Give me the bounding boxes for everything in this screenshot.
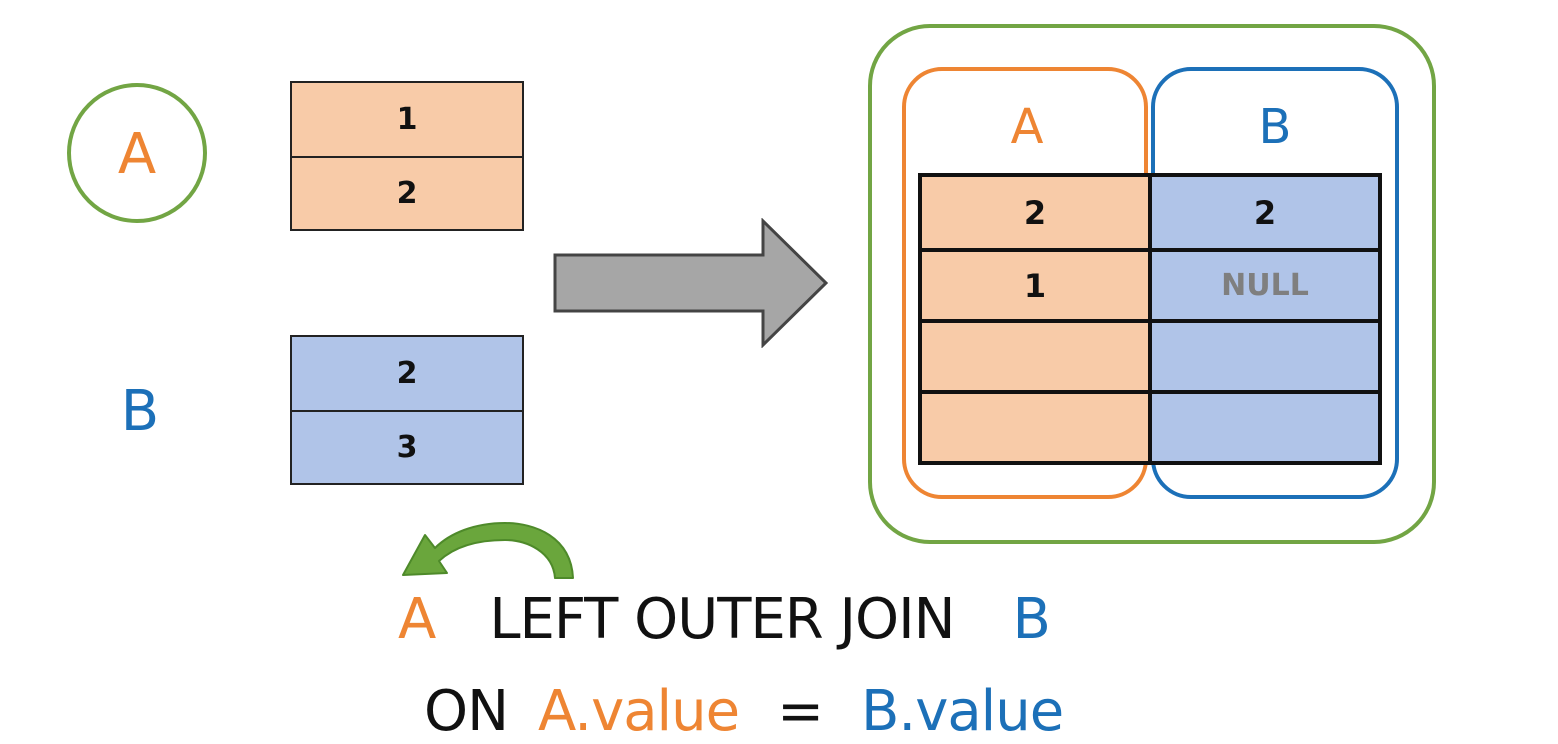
result-cell-a: 2 xyxy=(922,177,1152,248)
on-keyword: ON xyxy=(424,679,509,744)
on-right-column: B.value xyxy=(860,679,1064,744)
table-b: 2 3 xyxy=(290,335,524,485)
result-cell-b xyxy=(1152,390,1378,461)
table-a-highlight-circle xyxy=(67,83,207,223)
result-table: 2 2 1 NULL xyxy=(918,173,1382,465)
table-a: 1 2 xyxy=(290,81,524,231)
result-column-a-label: A xyxy=(1010,99,1044,155)
arrow-right-icon xyxy=(553,218,829,348)
join-keyword: LEFT OUTER JOIN xyxy=(489,587,955,652)
result-cell-b xyxy=(1152,319,1378,390)
curved-arrow-left-icon xyxy=(402,522,574,579)
result-cell-b: 2 xyxy=(1152,177,1378,248)
result-cell-a xyxy=(922,390,1152,461)
result-frame xyxy=(868,24,1436,544)
result-cell-a: 1 xyxy=(922,248,1152,319)
table-a-row: 2 xyxy=(292,156,522,229)
table-b-label: B xyxy=(120,379,160,444)
result-cell-a xyxy=(922,319,1152,390)
result-cell-b-null: NULL xyxy=(1152,248,1378,319)
table-a-label: A xyxy=(117,122,157,187)
table-a-row: 1 xyxy=(396,102,418,137)
table-b-row: 3 xyxy=(292,410,522,483)
join-left-table: A xyxy=(398,587,436,652)
result-column-b-label: B xyxy=(1258,99,1292,155)
on-operator: = xyxy=(777,679,824,744)
join-right-table: B xyxy=(1012,587,1051,652)
on-left-column: A.value xyxy=(537,679,740,744)
table-b-row: 2 xyxy=(396,356,418,391)
